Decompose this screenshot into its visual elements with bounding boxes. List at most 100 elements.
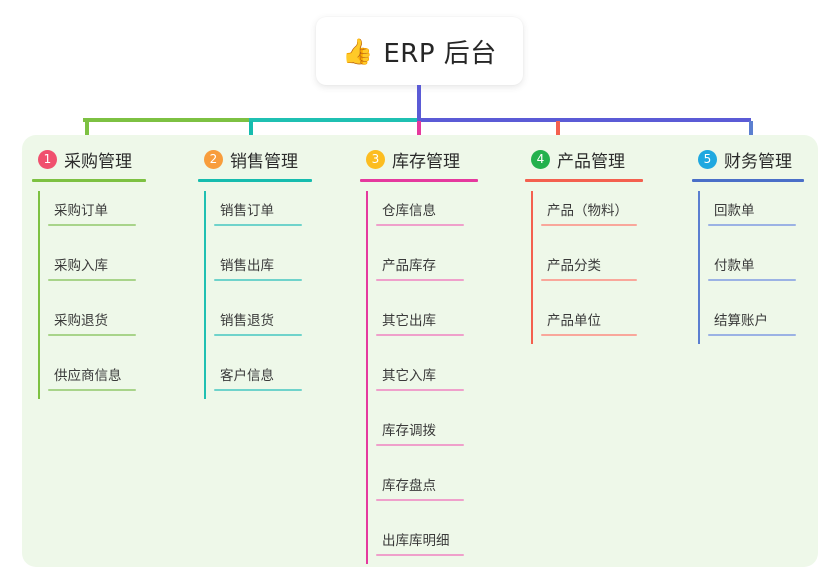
list-item-label: 供应商信息 [54, 368, 122, 384]
thumbs-up-icon: 👍 [342, 36, 374, 66]
list-item[interactable]: 回款单 [692, 182, 832, 237]
list-item[interactable]: 采购退货 [32, 292, 182, 347]
list-item-label: 采购入库 [54, 258, 108, 274]
list-item-rule [214, 389, 302, 391]
column-header-rule [692, 179, 804, 182]
list-item-rule [376, 334, 464, 336]
column-spine [698, 191, 700, 344]
column-header-4[interactable]: 4 产品管理 [525, 145, 685, 173]
column-items: 产品（物料） 产品分类产品单位 [525, 182, 685, 347]
bus-segment-2 [249, 118, 419, 122]
list-item[interactable]: 采购入库 [32, 237, 182, 292]
list-item-label: 产品单位 [547, 313, 601, 329]
column-number-badge: 1 [38, 149, 57, 169]
list-item[interactable]: 库存盘点 [360, 457, 520, 512]
column-title: 产品管理 [557, 151, 625, 172]
column-spine [204, 191, 206, 399]
list-item[interactable]: 产品库存 [360, 237, 520, 292]
list-item-rule [48, 279, 136, 281]
column-title: 财务管理 [724, 151, 792, 172]
list-item[interactable]: 其它出库 [360, 292, 520, 347]
list-item-rule [48, 334, 136, 336]
column-items: 仓库信息产品库存其它出库其它入库库存调拨库存盘点出库库明细 [360, 182, 520, 567]
column-header-5[interactable]: 5 财务管理 [692, 145, 832, 173]
list-item-rule [708, 279, 796, 281]
bus-segment-3 [417, 118, 751, 122]
list-item-label: 客户信息 [220, 368, 274, 384]
column-header-rule [525, 179, 643, 182]
list-item-rule [541, 224, 637, 226]
column-title: 销售管理 [230, 151, 298, 172]
column-items: 采购订单采购入库采购退货供应商信息 [32, 182, 182, 402]
column-number-badge: 4 [531, 149, 550, 169]
list-item-label: 产品库存 [382, 258, 436, 274]
column-number-badge: 2 [204, 149, 223, 169]
root-node-title: ERP 后台 [383, 38, 497, 69]
list-item-rule [48, 389, 136, 391]
column-number-badge: 3 [366, 149, 385, 169]
list-item-label: 产品（物料） [547, 203, 628, 219]
list-item-label: 库存盘点 [382, 478, 436, 494]
list-item-rule [376, 554, 464, 556]
list-item[interactable]: 付款单 [692, 237, 832, 292]
list-item-rule [376, 224, 464, 226]
list-item[interactable]: 采购订单 [32, 182, 182, 237]
list-item-rule [708, 224, 796, 226]
column-spine [366, 191, 368, 564]
root-connector-stem [417, 85, 421, 121]
list-item-label: 采购订单 [54, 203, 108, 219]
column-title: 采购管理 [64, 151, 132, 172]
list-item-label: 回款单 [714, 203, 755, 219]
list-item[interactable]: 产品（物料） [525, 182, 685, 237]
list-item-rule [48, 224, 136, 226]
list-item-rule [376, 444, 464, 446]
list-item-label: 采购退货 [54, 313, 108, 329]
column-items: 回款单付款单结算账户 [692, 182, 832, 347]
list-item-rule [214, 334, 302, 336]
column-header-rule [360, 179, 478, 182]
column-spine [531, 191, 533, 344]
list-item-rule [376, 499, 464, 501]
column-5: 5 财务管理回款单付款单结算账户 [692, 145, 832, 347]
list-item[interactable]: 销售出库 [198, 237, 348, 292]
list-item[interactable]: 出库库明细 [360, 512, 520, 567]
list-item[interactable]: 结算账户 [692, 292, 832, 347]
list-item[interactable]: 销售订单 [198, 182, 348, 237]
root-node-card[interactable]: 👍 ERP 后台 [316, 17, 523, 85]
list-item-rule [376, 279, 464, 281]
list-item-rule [541, 279, 637, 281]
list-item-rule [214, 224, 302, 226]
list-item-label: 销售出库 [220, 258, 274, 274]
list-item[interactable]: 销售退货 [198, 292, 348, 347]
column-header-2[interactable]: 2 销售管理 [198, 145, 348, 173]
column-header-1[interactable]: 1 采购管理 [32, 145, 182, 173]
column-4: 4 产品管理产品（物料） 产品分类产品单位 [525, 145, 685, 347]
list-item-label: 库存调拨 [382, 423, 436, 439]
list-item[interactable]: 其它入库 [360, 347, 520, 402]
list-item-label: 结算账户 [714, 313, 768, 329]
list-item[interactable]: 客户信息 [198, 347, 348, 402]
list-item-label: 其它入库 [382, 368, 436, 384]
column-header-rule [32, 179, 146, 182]
bus-segment-1 [83, 118, 251, 122]
column-2: 2 销售管理销售订单销售出库销售退货客户信息 [198, 145, 348, 402]
list-item-label: 其它出库 [382, 313, 436, 329]
column-spine [38, 191, 40, 399]
column-number-badge: 5 [698, 149, 717, 169]
list-item-rule [214, 279, 302, 281]
column-1: 1 采购管理采购订单采购入库采购退货供应商信息 [32, 145, 182, 402]
list-item-label: 销售退货 [220, 313, 274, 329]
list-item-label: 出库库明细 [382, 533, 450, 549]
list-item[interactable]: 产品分类 [525, 237, 685, 292]
list-item-rule [541, 334, 637, 336]
list-item[interactable]: 库存调拨 [360, 402, 520, 457]
list-item-label: 付款单 [714, 258, 755, 274]
list-item-label: 产品分类 [547, 258, 601, 274]
list-item[interactable]: 供应商信息 [32, 347, 182, 402]
root-node-content: 👍 ERP 后台 [342, 33, 497, 70]
diagram-panel [22, 135, 818, 567]
list-item[interactable]: 产品单位 [525, 292, 685, 347]
list-item[interactable]: 仓库信息 [360, 182, 520, 237]
